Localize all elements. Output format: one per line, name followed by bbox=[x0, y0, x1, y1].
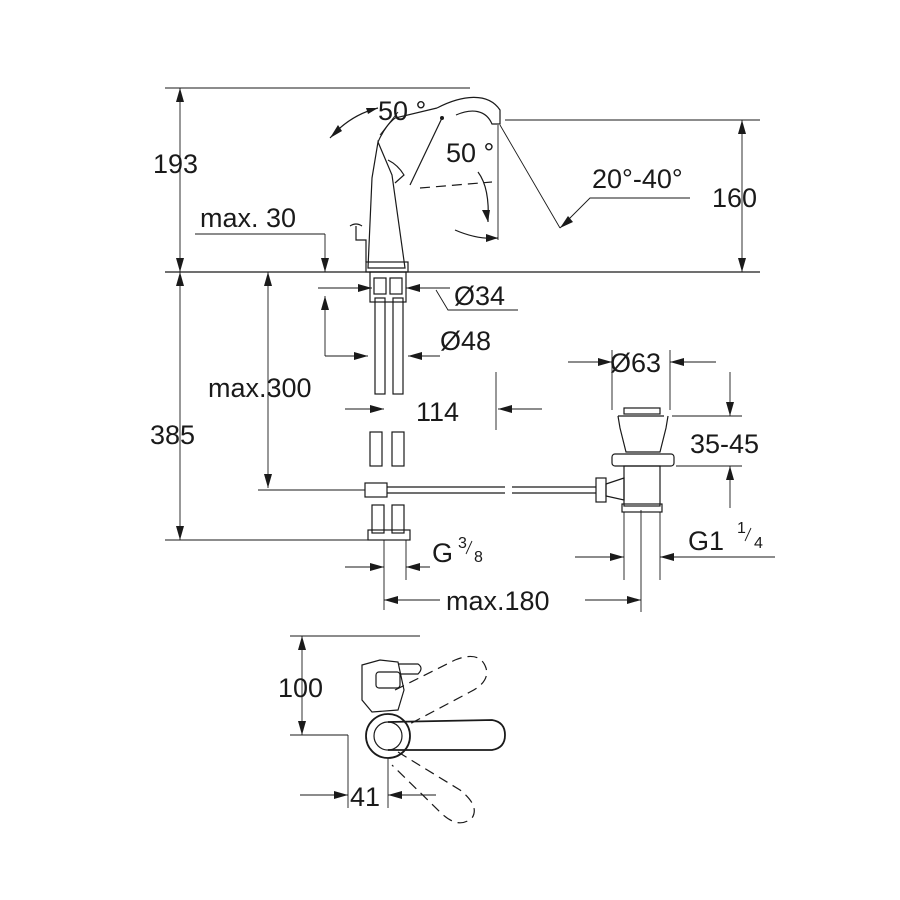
dim-g-thread: G bbox=[432, 538, 453, 568]
lever-swing-up bbox=[394, 655, 488, 727]
dim-max-30: max. 30 bbox=[200, 203, 296, 233]
dim-385: 385 bbox=[150, 420, 195, 450]
popup-rod bbox=[355, 226, 367, 262]
lever bbox=[387, 159, 405, 184]
dim-114: 114 bbox=[416, 397, 459, 427]
dim-diam-63: Ø63 bbox=[610, 348, 661, 378]
spout bbox=[436, 96, 501, 125]
top-body bbox=[361, 659, 405, 713]
dim-g1-num: 1 bbox=[737, 520, 746, 537]
faucet-base bbox=[365, 261, 409, 273]
dim-diam-48: Ø48 bbox=[440, 326, 491, 356]
lever-pivot bbox=[365, 713, 411, 759]
drain-body bbox=[623, 465, 661, 507]
lever-angle-line bbox=[409, 117, 443, 186]
dim-41: 41 bbox=[350, 782, 380, 812]
dim-max-300: max.300 bbox=[208, 373, 312, 403]
rod-clamp bbox=[364, 482, 388, 498]
lever-handle-top bbox=[387, 719, 506, 751]
dim-diam-34: Ø34 bbox=[454, 281, 505, 311]
dim-max-180: max.180 bbox=[446, 586, 550, 616]
dim-100: 100 bbox=[278, 673, 323, 703]
drain-nut bbox=[611, 453, 675, 467]
angle-label-left: 50 ° bbox=[378, 96, 426, 126]
mounting-shank bbox=[369, 271, 407, 303]
connector-left bbox=[371, 504, 385, 534]
dim-160: 160 bbox=[712, 183, 757, 213]
faucet-side-view: 50 ° 50 ° 20°-40° 193 160 max. 30 bbox=[153, 87, 760, 273]
hose-right bbox=[392, 297, 404, 395]
drain-flange bbox=[617, 415, 669, 453]
installation-view: Ø34 Ø48 max.300 385 114 bbox=[150, 271, 642, 616]
dim-g-thread-num: 3 bbox=[458, 535, 467, 552]
lever-swing-down bbox=[391, 751, 475, 824]
swivel-angle-label: 20°-40° bbox=[592, 164, 683, 194]
faucet-top-view: 100 41 bbox=[278, 635, 506, 824]
angle-label-right: 50 ° bbox=[446, 138, 494, 168]
dim-193: 193 bbox=[153, 149, 198, 179]
connector-right bbox=[391, 504, 405, 534]
dim-g-thread-den: 8 bbox=[474, 549, 483, 566]
hose-left bbox=[374, 297, 386, 395]
rod-nut bbox=[595, 477, 607, 503]
popup-drain: Ø63 35-45 G1 1 4 bbox=[568, 348, 775, 580]
dim-g1-den: 4 bbox=[754, 535, 763, 552]
faucet-body bbox=[367, 139, 406, 269]
dim-35-45: 35-45 bbox=[690, 429, 759, 459]
dim-g1: G1 bbox=[688, 526, 724, 556]
drain-cap bbox=[623, 407, 661, 415]
